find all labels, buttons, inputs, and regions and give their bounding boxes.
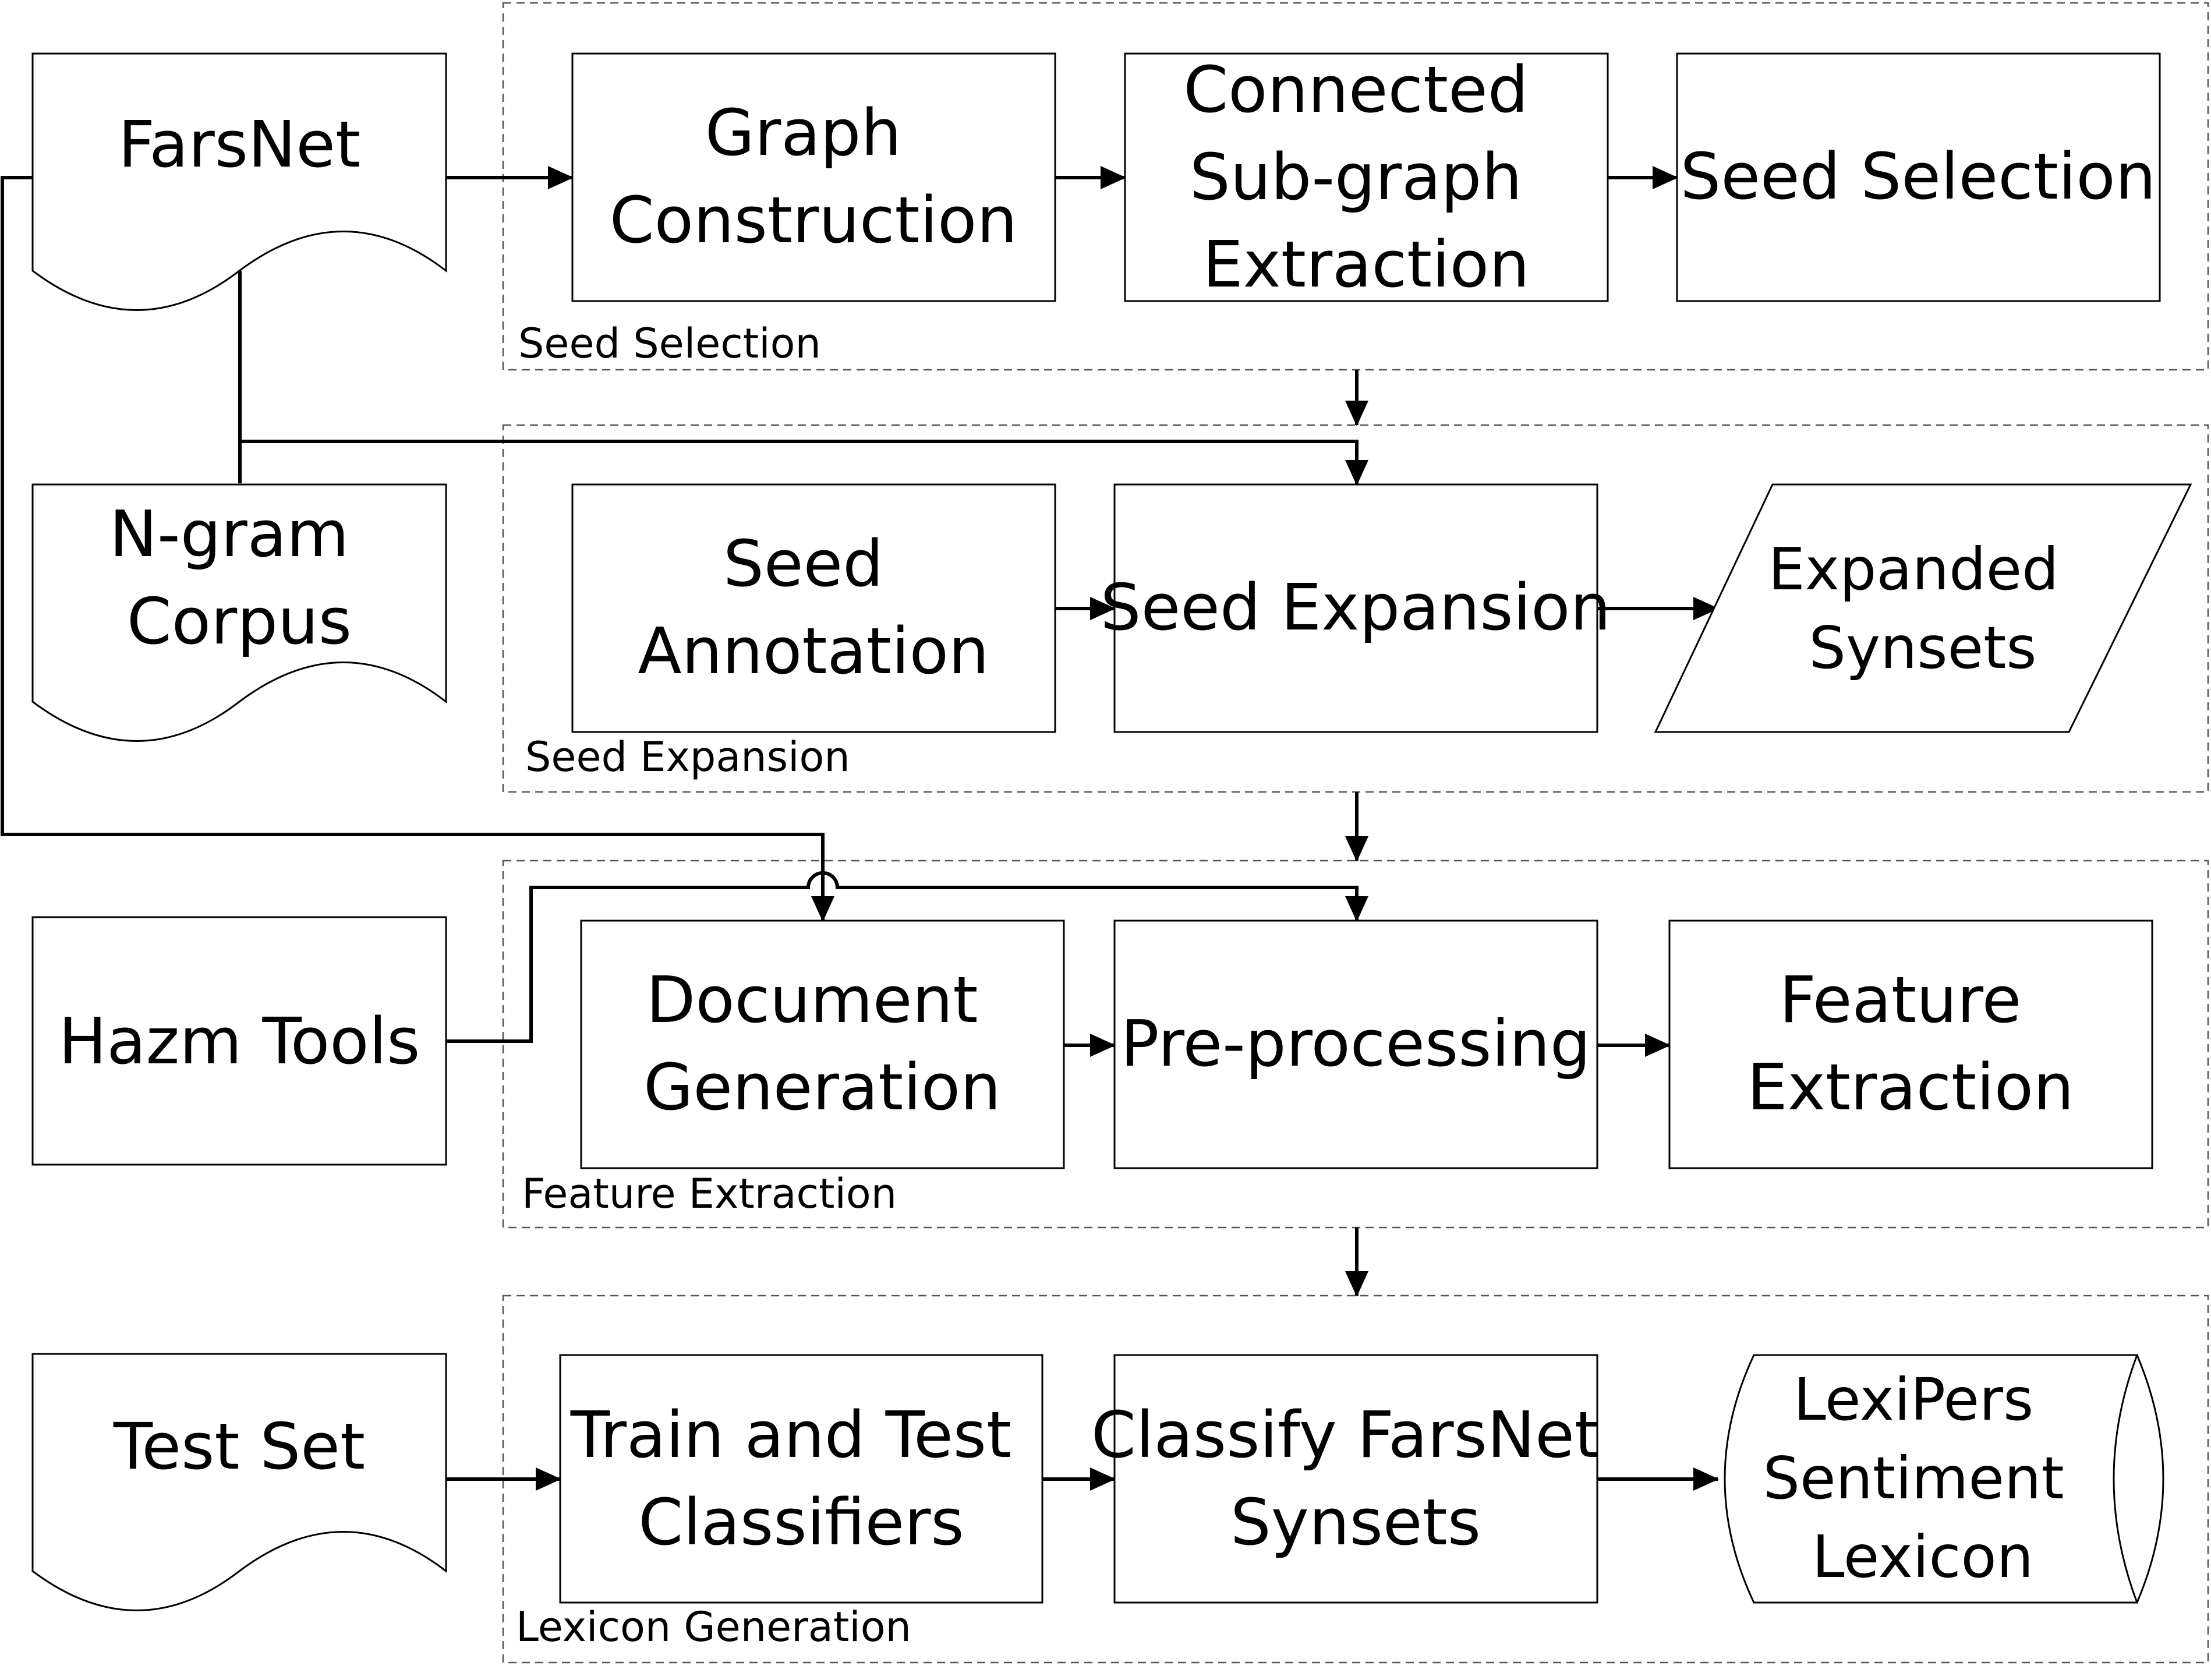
connected-subgraph-extraction-label: Connected Sub-graph Extraction <box>1183 52 1548 302</box>
classify-farsnet-synsets-node: Classify FarsNet Synsets <box>1091 1354 1620 1604</box>
section-label-lexicon-generation: Lexicon Generation <box>516 1603 911 1651</box>
classify-farsnet-synsets-label: Classify FarsNet Synsets <box>1091 1398 1620 1559</box>
ngram-corpus-node: N-gram Corpus <box>31 483 447 742</box>
seed-selection-node: Seed Selection <box>1676 52 2161 302</box>
arrow-hazm-to-pre-processing <box>446 871 1368 1043</box>
graph-construction-node: Graph Construction <box>571 52 1056 302</box>
connectors <box>1 166 1719 1491</box>
expanded-synsets-label: Expanded Synsets <box>1768 535 2078 682</box>
feature-extraction-label: Feature Extraction <box>1747 963 2074 1124</box>
graph-construction-label: Graph Construction <box>610 96 1017 257</box>
section-label-feature-extraction: Feature Extraction <box>522 1170 897 1218</box>
lexicon-generation-frame <box>502 1295 2209 1664</box>
seed-expansion-node: Seed Expansion <box>1101 483 1611 733</box>
lexipers-lexicon-label: LexiPers Sentiment Lexicon <box>1763 1366 2083 1591</box>
seed-selection-label: Seed Selection <box>1681 139 2156 214</box>
document-generation-label: Document Generation <box>643 963 1001 1124</box>
train-test-classifiers-label: Train and Test Classifiers <box>570 1398 1032 1559</box>
expanded-synsets-node: Expanded Synsets <box>1654 483 2192 733</box>
arrow-corpus-to-seed-expansion <box>240 440 1368 486</box>
test-set-label: Test Set <box>113 1409 365 1484</box>
connected-subgraph-extraction-node: Connected Sub-graph Extraction <box>1124 52 1609 302</box>
arrow-farsnet-to-document-generation <box>1 176 834 922</box>
ngram-corpus-label: N-gram Corpus <box>109 497 370 659</box>
hazm-tools-node: Hazm Tools <box>31 916 447 1166</box>
seed-annotation-node: Seed Annotation <box>571 483 1056 733</box>
hazm-tools-label: Hazm Tools <box>59 1004 420 1078</box>
test-set-node: Test Set <box>31 1353 447 1611</box>
seed-expansion-label: Seed Expansion <box>1101 570 1611 645</box>
document-generation-node: Document Generation <box>580 919 1065 1169</box>
train-test-classifiers-node: Train and Test Classifiers <box>559 1354 1043 1604</box>
section-label-seed-selection: Seed Selection <box>518 320 821 367</box>
pre-processing-node: Pre-processing <box>1113 919 1598 1169</box>
pre-processing-label: Pre-processing <box>1120 1006 1590 1081</box>
section-label-seed-expansion: Seed Expansion <box>525 733 850 781</box>
lexipers-lexicon-node: LexiPers Sentiment Lexicon <box>1724 1354 2164 1604</box>
farsnet-node: FarsNet <box>31 52 447 311</box>
farsnet-label: FarsNet <box>118 107 360 182</box>
feature-extraction-node: Feature Extraction <box>1668 919 2153 1169</box>
seed-annotation-label: Seed Annotation <box>638 526 989 688</box>
